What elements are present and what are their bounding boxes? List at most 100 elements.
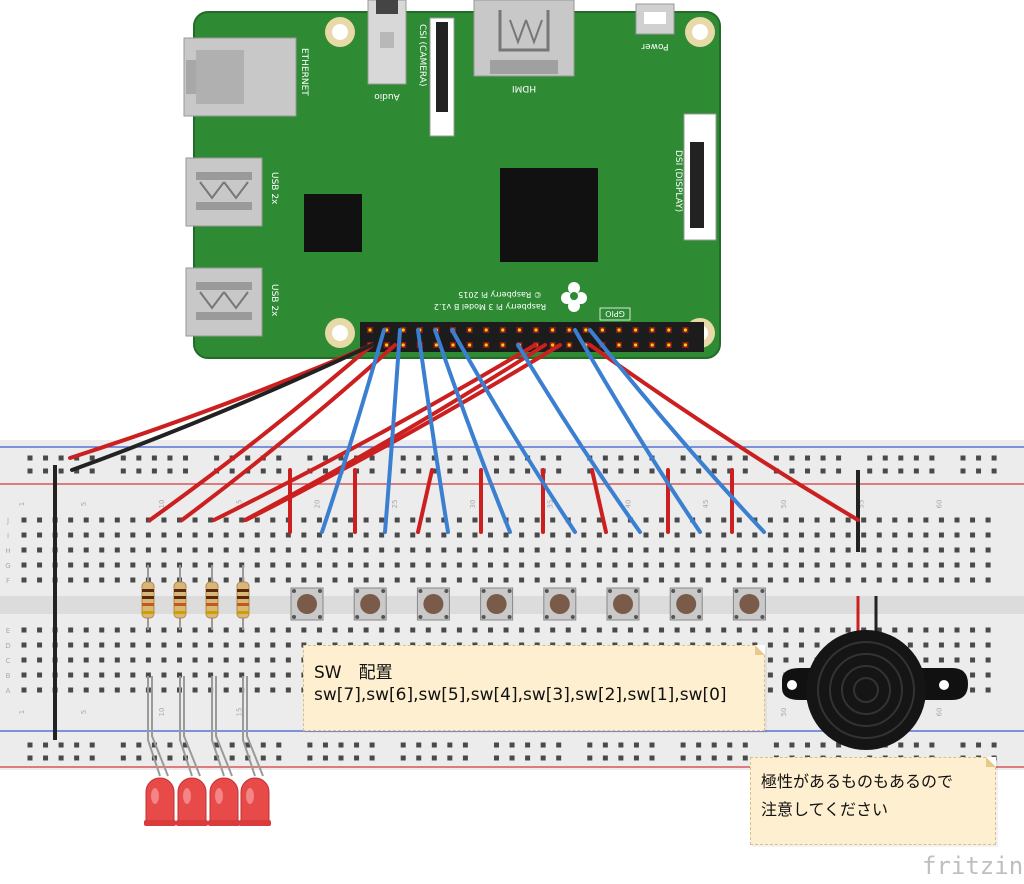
breadboard-hole [192, 672, 198, 678]
breadboard-hole [114, 577, 120, 583]
breadboard-hole [456, 562, 462, 568]
gpio-pin-dot [600, 328, 605, 332]
breadboard-hole [177, 657, 182, 663]
push-button-pin [381, 615, 386, 619]
rail-hole [369, 455, 375, 461]
rail-hole [74, 455, 80, 461]
breadboard-hole [985, 547, 991, 553]
rail-hole [976, 468, 982, 474]
breadboard-hole [145, 547, 151, 553]
breadboard-hole [938, 562, 944, 568]
breadboard-hole [270, 517, 276, 523]
breadboard-hole [441, 532, 447, 538]
led-highlight [215, 788, 223, 804]
usb-port-2 [185, 267, 263, 337]
rail-hole [696, 468, 702, 474]
resistor-band [237, 589, 249, 592]
breadboard-hole [783, 642, 789, 648]
breadboard-hole [907, 627, 913, 633]
rail-hole [805, 742, 810, 748]
breadboard-hole [767, 577, 773, 583]
row-letter: A [6, 687, 11, 695]
breadboard-hole [861, 577, 867, 583]
push-button-pin [481, 615, 486, 619]
breadboard-hole [814, 562, 820, 568]
raspberry-logo-icon [561, 282, 587, 312]
rail-hole [960, 742, 966, 748]
push-button-body [669, 587, 703, 621]
breadboard-hole [130, 562, 136, 568]
breadboard-hole [208, 672, 214, 678]
breadboard-hole [456, 532, 462, 538]
breadboard-hole [659, 532, 665, 538]
breadboard-hole [845, 562, 851, 568]
breadboard-hole [285, 562, 291, 568]
breadboard-hole [752, 577, 758, 583]
breadboard-hole [254, 532, 260, 538]
breadboard-hole [363, 627, 369, 633]
breadboard-hole [970, 517, 976, 523]
breadboard-hole [627, 532, 633, 538]
breadboard-hole [674, 547, 680, 553]
led-lead [179, 676, 193, 777]
rail-hole [400, 742, 406, 748]
rail-hole [120, 455, 126, 461]
breadboard-hole [68, 642, 74, 648]
rail-hole [773, 742, 779, 748]
breadboard-hole [488, 562, 493, 568]
led-rim [176, 820, 208, 826]
breadboard-hole [674, 627, 680, 633]
rail-hole [913, 468, 919, 474]
breadboard-hole [752, 562, 758, 568]
rail-hole [214, 755, 220, 761]
breadboard-hole [21, 562, 27, 568]
breadboard-hole [37, 517, 43, 523]
rail-hole [167, 455, 173, 461]
rail-hole [276, 468, 282, 474]
rail-hole [525, 742, 531, 748]
breadboard-hole [923, 627, 929, 633]
rail-hole [214, 742, 220, 748]
rail-hole [680, 468, 686, 474]
rail-hole [649, 742, 655, 748]
display-connector [683, 113, 717, 241]
gpio-pin-dot [617, 343, 621, 347]
breadboard-hole [425, 532, 431, 538]
breadboard-hole [223, 657, 229, 663]
rail-hole [338, 742, 344, 748]
breadboard-hole [425, 547, 431, 553]
breadboard-hole [643, 627, 649, 633]
rail-hole [183, 455, 188, 461]
breadboard-hole [301, 547, 307, 553]
rail-hole [276, 755, 282, 761]
breadboard-hole [301, 577, 307, 583]
breadboard-hole [892, 517, 898, 523]
rail-hole [416, 455, 422, 461]
rail-hole [43, 468, 49, 474]
rail-hole [167, 468, 173, 474]
breadboard-hole [177, 517, 182, 523]
rail-hole [462, 455, 468, 461]
breadboard-hole [254, 672, 260, 678]
breadboard-hole [938, 547, 944, 553]
breadboard-hole [130, 672, 136, 678]
resistor-band [142, 603, 154, 606]
gpio-pin-dot [551, 328, 555, 332]
rail-hole [836, 455, 842, 461]
push-buttons [290, 587, 766, 621]
breadboard-hole [332, 577, 338, 583]
breadboard-hole [441, 577, 447, 583]
breadboard-hole [83, 517, 89, 523]
breadboard-hole [348, 517, 354, 523]
rail-hole [431, 455, 437, 461]
row-letter: J [6, 517, 9, 525]
breadboard-hole [612, 577, 618, 583]
rail-hole [183, 742, 188, 748]
breadboard-hole [799, 562, 804, 568]
rail-hole [89, 742, 95, 748]
red-gpio-wire [588, 343, 860, 522]
push-button-pin [608, 589, 612, 593]
rail-hole [711, 455, 717, 461]
breadboard-hole [954, 657, 960, 663]
rail-hole [991, 468, 997, 474]
